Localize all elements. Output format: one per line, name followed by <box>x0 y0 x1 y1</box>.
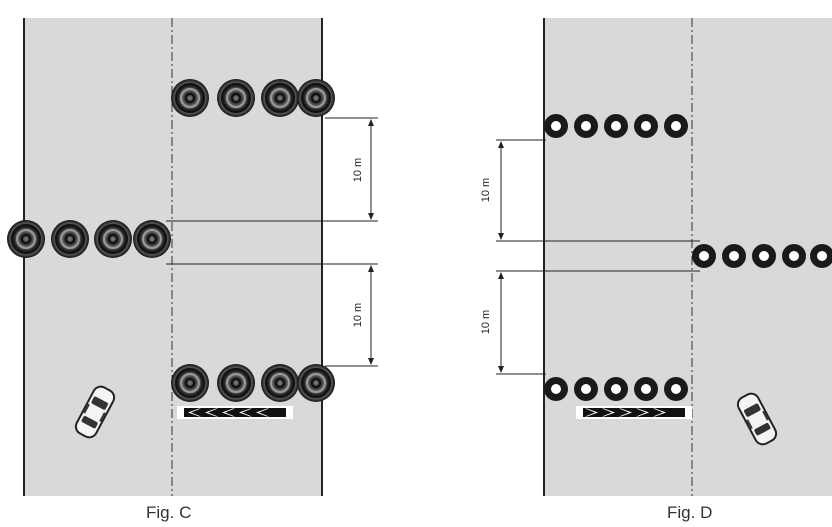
tire-stack-icon <box>297 364 335 402</box>
tire-stack-icon <box>171 79 209 117</box>
dimension-label-c-1: 10 m <box>352 158 364 182</box>
tire-stack-icon <box>297 79 335 117</box>
tire-stack-icon <box>544 114 568 138</box>
tire-stack-icon <box>664 114 688 138</box>
tire-stack-icon <box>217 79 255 117</box>
tire-stack-icon <box>782 244 806 268</box>
figure-c: 10 m 10 m <box>7 18 378 522</box>
caption-fig-d: Fig. D <box>667 503 712 522</box>
dimension-c-1: 10 m <box>352 119 374 220</box>
tire-stack-icon <box>7 220 45 258</box>
car-icon <box>736 392 778 446</box>
tire-stack-icon <box>133 220 171 258</box>
tire-stack-icon <box>604 377 628 401</box>
dimension-c-2: 10 m <box>352 265 374 365</box>
tire-stack-icon <box>664 377 688 401</box>
caption-fig-c: Fig. C <box>146 503 191 522</box>
chevron-left-marker-icon <box>177 406 293 419</box>
car-icon <box>74 385 116 439</box>
tire-stack-icon <box>692 244 716 268</box>
tire-stack-icon <box>94 220 132 258</box>
tire-stack-icon <box>51 220 89 258</box>
tire-stack-icon <box>574 114 598 138</box>
tire-stack-icon <box>171 364 209 402</box>
dimension-label-c-2: 10 m <box>352 303 364 327</box>
tire-stack-icon <box>634 114 658 138</box>
tire-stack-icon <box>544 377 568 401</box>
tire-stack-icon <box>261 364 299 402</box>
dimension-d-1: 10 m <box>480 141 504 240</box>
tire-stack-icon <box>722 244 746 268</box>
dimension-label-d-2: 10 m <box>480 310 492 334</box>
tire-stack-icon <box>810 244 832 268</box>
tire-stack-icon <box>634 377 658 401</box>
tire-stack-icon <box>752 244 776 268</box>
dimension-label-d-1: 10 m <box>480 178 492 202</box>
dimension-d-2: 10 m <box>480 272 504 373</box>
tire-stack-icon <box>261 79 299 117</box>
chevron-right-marker-icon <box>576 406 692 419</box>
tire-stack-icon <box>574 377 598 401</box>
tire-stack-icon <box>604 114 628 138</box>
figure-d: 10 m 10 m <box>480 18 832 522</box>
tire-stack-icon <box>217 364 255 402</box>
